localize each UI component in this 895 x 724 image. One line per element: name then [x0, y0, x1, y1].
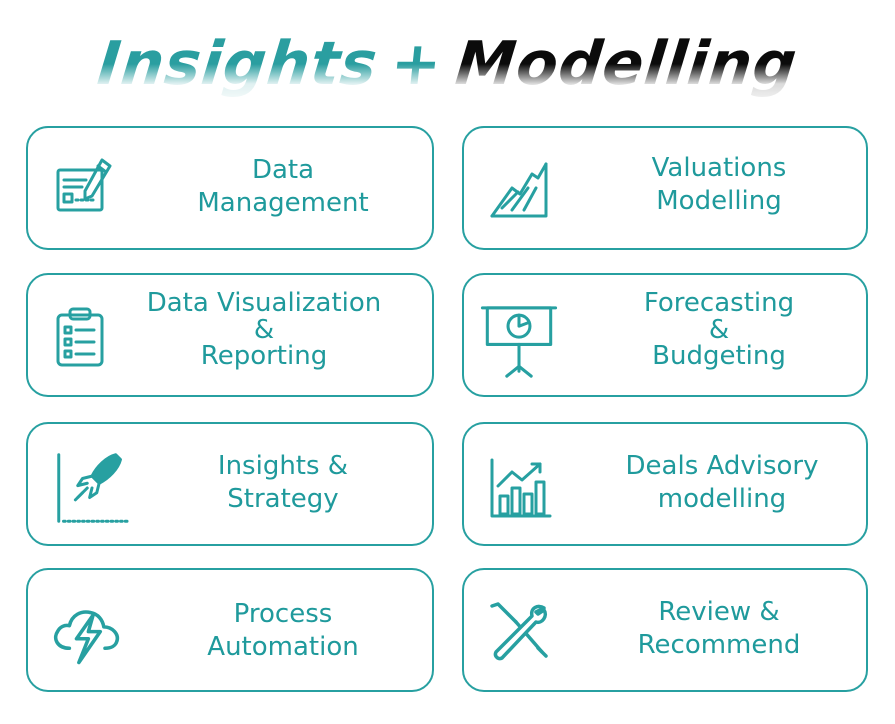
card-label: Forecasting&Budgeting — [643, 288, 795, 371]
card-label: Data Visualization&Reporting — [146, 288, 382, 371]
title-modelling: Modelling — [452, 29, 801, 99]
title-insights: Insights — [94, 29, 381, 99]
page-title: Insights+Modelling — [0, 18, 895, 110]
cloud-lightning-icon — [48, 596, 124, 672]
card-data-visualization-reporting[interactable]: Data Visualization&Reporting — [26, 273, 434, 397]
wrench-screwdriver-icon — [486, 600, 550, 664]
card-insights-strategy[interactable]: Insights &Strategy — [26, 422, 434, 546]
card-forecasting-budgeting[interactable]: Forecasting&Budgeting — [462, 273, 868, 397]
clipboard-list-icon — [48, 305, 112, 369]
card-label: Insights &Strategy — [217, 451, 349, 514]
title-plus: + — [387, 29, 447, 99]
card-review-recommend[interactable]: Review &Recommend — [462, 568, 868, 692]
card-label: Review &Recommend — [637, 597, 801, 660]
rocket-graph-icon — [54, 450, 130, 526]
bar-chart-up-icon — [488, 456, 552, 520]
presentation-board-icon — [480, 303, 558, 381]
chart-growth-icon — [488, 158, 552, 222]
document-pen-icon — [52, 156, 116, 220]
